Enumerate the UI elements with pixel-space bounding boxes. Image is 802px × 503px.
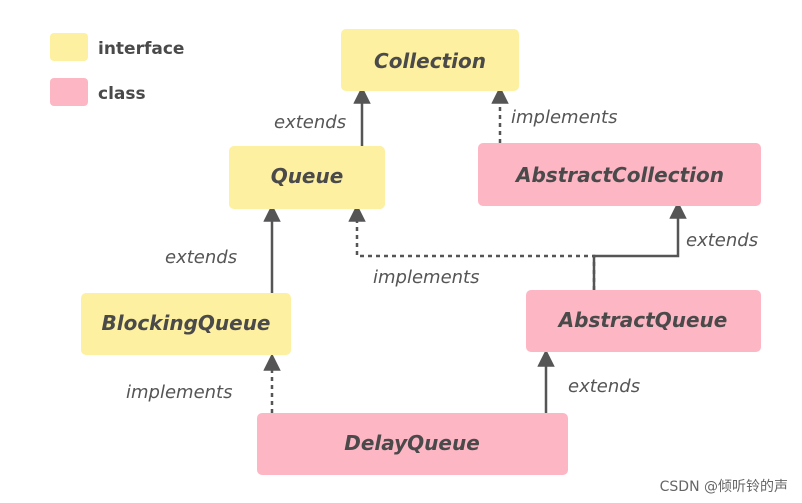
node-abstract-collection-box (478, 143, 761, 206)
node-delay-queue: DelayQueue (257, 413, 568, 475)
legend: interface class (50, 33, 184, 106)
watermark: CSDN @倾听铃的声 (660, 479, 788, 495)
legend-class-swatch (50, 78, 88, 106)
node-blocking-queue-box (81, 293, 291, 355)
edge-abstractqueue-extends-abstractcollection (592, 201, 687, 290)
node-blocking-queue: BlockingQueue (81, 293, 291, 355)
label-delayqueue-extends-abstractqueue: extends (568, 376, 640, 397)
edge-labels: extends implements extends implements ex… (126, 107, 758, 403)
node-delay-queue-label: DelayQueue (344, 431, 480, 455)
node-abstract-queue-box (526, 290, 761, 352)
label-delayqueue-implements-blockingqueue: implements (126, 382, 233, 403)
node-queue-box (229, 146, 385, 209)
legend-class-label: class (98, 84, 146, 104)
node-collection-label: Collection (374, 49, 486, 73)
node-queue-label: Queue (271, 164, 344, 188)
label-queue-extends-collection: extends (274, 112, 346, 133)
label-abstractqueue-implements-queue: implements (373, 267, 480, 288)
node-abstract-queue-label: AbstractQueue (557, 308, 728, 332)
legend-interface-label: interface (98, 39, 184, 59)
label-abstractcollection-implements-collection: implements (511, 107, 618, 128)
label-blockingqueue-extends-queue: extends (165, 247, 237, 268)
node-abstract-collection-label: AbstractCollection (514, 163, 724, 187)
node-queue: Queue (229, 146, 385, 209)
node-collection-box (341, 29, 519, 91)
label-abstractqueue-extends-abstractcollection: extends (686, 230, 758, 251)
node-delay-queue-box (257, 413, 568, 475)
node-collection: Collection (341, 29, 519, 91)
legend-interface-swatch (50, 33, 88, 61)
node-abstract-queue: AbstractQueue (526, 290, 761, 352)
node-abstract-collection: AbstractCollection (478, 143, 761, 206)
node-blocking-queue-label: BlockingQueue (101, 311, 270, 335)
edges (263, 86, 687, 413)
